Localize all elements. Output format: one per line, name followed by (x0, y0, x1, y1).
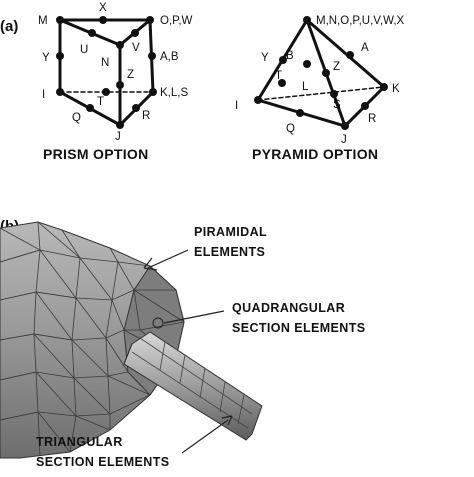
quadrangular-leader (163, 310, 225, 324)
pyramid-label-j: J (341, 134, 347, 146)
quadrangular-callout-line-1: QUADRANGULAR (232, 301, 346, 315)
quadrangular-callout-line-2: SECTION ELEMENTS (232, 321, 366, 335)
piramidal-callout-line-1: PIRAMIDAL (194, 225, 268, 239)
piramidal-leader (147, 249, 189, 269)
pyramid-label-t: T (275, 70, 282, 82)
pyramid-label-b: B (286, 50, 294, 62)
pyramid-label-k: K (392, 83, 400, 95)
piramidal-arrowhead (143, 257, 158, 271)
prism-label-ab: A,B (160, 51, 179, 63)
pyramid-label-l: L (302, 81, 309, 93)
prism-label-m: M (38, 15, 48, 27)
prism-label-j: J (115, 131, 121, 143)
pyramid-label-y: Y (261, 52, 269, 64)
rod-mesh (123, 331, 263, 441)
piramidal-callout-line-2: ELEMENTS (194, 245, 266, 259)
pyramid-label-q: Q (286, 123, 295, 135)
prism-label-t: T (97, 96, 104, 108)
pyramid-nodes (254, 16, 388, 130)
pyramid-label-r: R (368, 113, 376, 125)
prism-label-v: V (132, 42, 140, 54)
pyramid-label-a: A (361, 42, 369, 54)
mesh-model-image (0, 221, 263, 459)
prism-label-i: I (42, 89, 45, 101)
triangular-elements-callout: TRIANGULAR SECTION ELEMENTS (36, 432, 170, 472)
prism-label-x: X (99, 2, 107, 14)
prism-label-y: Y (42, 52, 50, 64)
triangular-arrowhead (221, 415, 233, 426)
pyramid-label-s: S (333, 99, 341, 111)
pyramid-label-z: Z (333, 61, 340, 73)
quadrangular-elements-callout: QUADRANGULAR SECTION ELEMENTS (232, 298, 366, 338)
triangular-callout-line-1: TRIANGULAR (36, 435, 123, 449)
pyramid-caption: PYRAMID OPTION (252, 146, 379, 162)
prism-caption: PRISM OPTION (43, 146, 149, 162)
prism-label-n: N (101, 57, 109, 69)
triangular-leader (181, 419, 229, 454)
prism-label-q: Q (72, 112, 81, 124)
prism-label-kls: K,L,S (160, 87, 188, 99)
pyramid-label-i: I (235, 100, 238, 112)
prism-label-u: U (80, 44, 88, 56)
pyramid-element-diagram: M,N,O,P,U,V,W,X Y B A Z T L I S K Q R J (235, 15, 405, 146)
pyramid-label-apex: M,N,O,P,U,V,W,X (316, 15, 405, 27)
prism-label-opw: O,P,W (160, 15, 193, 27)
prism-nodes (56, 16, 157, 129)
prism-label-z: Z (127, 69, 134, 81)
prism-element-diagram: M X O,P,W Y U N V A,B Z I T K,L,S Q R J (38, 2, 193, 143)
panel-a-label: (a) (0, 18, 19, 35)
piramidal-elements-callout: PIRAMIDAL ELEMENTS (194, 222, 267, 262)
prism-label-r: R (142, 110, 150, 122)
triangular-callout-line-2: SECTION ELEMENTS (36, 455, 170, 469)
